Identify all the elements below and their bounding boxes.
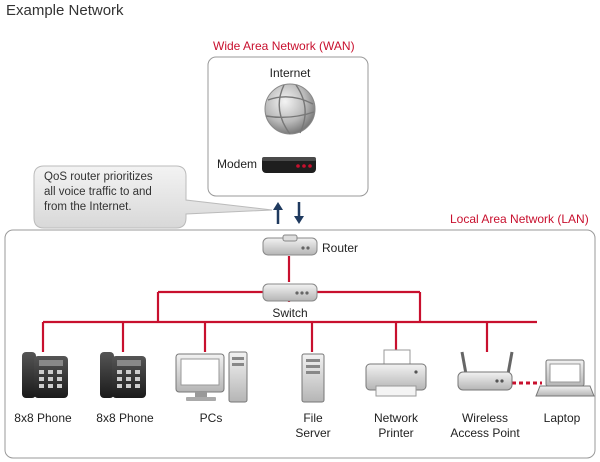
wan-label: Wide Area Network (WAN) bbox=[213, 39, 355, 53]
wireless-access-point-icon bbox=[457, 351, 514, 391]
qos-callout bbox=[33, 165, 273, 229]
wap-label-line1: Wireless bbox=[461, 411, 508, 425]
file-server-label-line2: Server bbox=[295, 426, 331, 440]
router-icon bbox=[262, 234, 318, 256]
pcs-label: PCs bbox=[199, 411, 223, 425]
lan-boundary bbox=[4, 229, 596, 459]
file-server-label-line1: File bbox=[303, 411, 323, 425]
wap-label-line2: Access Point bbox=[450, 426, 520, 440]
printer-icon bbox=[365, 349, 427, 397]
callout-line: QoS router prioritizes bbox=[44, 171, 153, 183]
laptop-icon bbox=[535, 359, 595, 397]
modem-label: Modem bbox=[216, 157, 257, 171]
switch-label: Switch bbox=[272, 306, 308, 320]
page-title: Example Network bbox=[6, 2, 124, 19]
file-server-label: File Server bbox=[278, 411, 348, 441]
internet-label: Internet bbox=[269, 66, 311, 80]
lan-label: Local Area Network (LAN) bbox=[450, 212, 589, 226]
file-server-icon bbox=[301, 353, 325, 403]
pc-icon bbox=[175, 351, 248, 403]
printer-label-line2: Printer bbox=[378, 426, 414, 440]
modem-icon bbox=[262, 157, 316, 173]
switch-icon bbox=[262, 283, 318, 302]
callout-line: all voice traffic to and bbox=[44, 186, 152, 198]
phone-icon bbox=[22, 352, 68, 398]
wap-label: Wireless Access Point bbox=[440, 411, 530, 441]
phone-label: 8x8 Phone bbox=[96, 411, 154, 425]
printer-label: Network Printer bbox=[358, 411, 434, 441]
printer-label-line1: Network bbox=[373, 411, 418, 425]
router-label: Router bbox=[322, 241, 359, 255]
upload-arrow-icon bbox=[273, 202, 283, 224]
download-arrow-icon bbox=[294, 202, 304, 224]
phone-label: 8x8 Phone bbox=[14, 411, 72, 425]
laptop-label: Laptop bbox=[543, 411, 581, 425]
network-cables bbox=[41, 256, 537, 352]
qos-callout-text: QoS router prioritizes all voice traffic… bbox=[44, 170, 153, 215]
phone-icon bbox=[100, 352, 146, 398]
internet-globe-icon bbox=[264, 83, 316, 135]
callout-line: from the Internet. bbox=[44, 201, 132, 213]
